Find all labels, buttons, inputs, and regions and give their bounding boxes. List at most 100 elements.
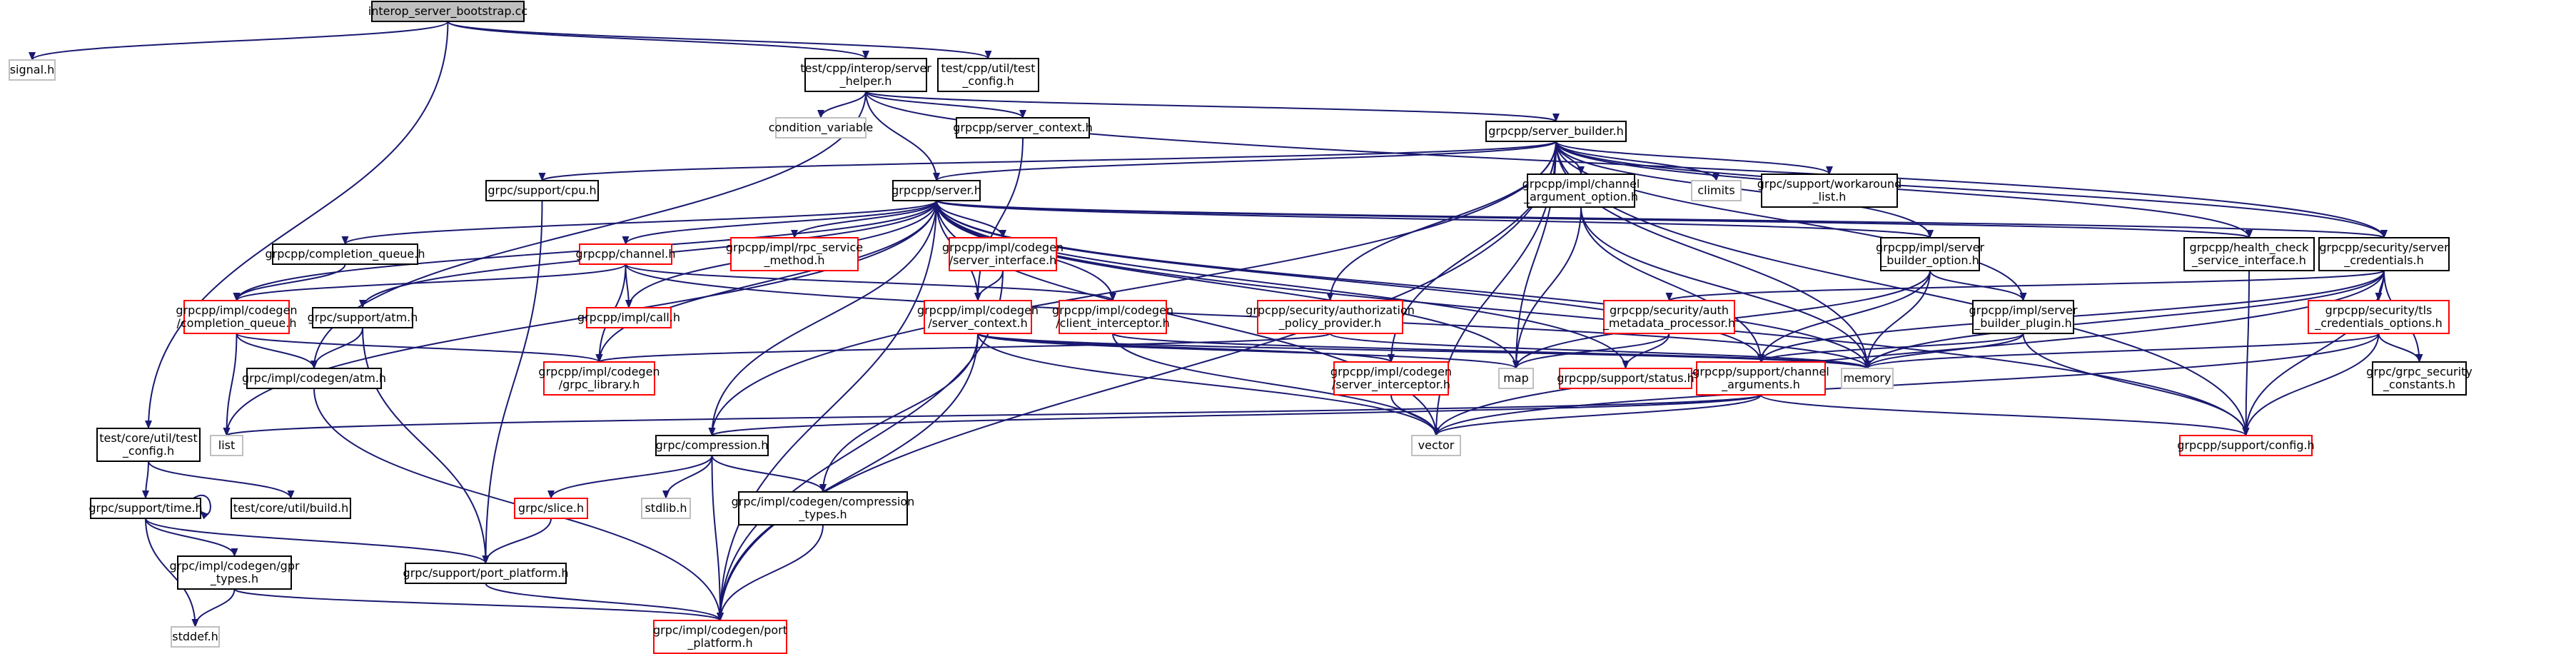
node-rpcsvc[interactable]: grpcpp/impl/rpc_service_method.h: [726, 237, 863, 271]
node-chargs[interactable]: grpcpp/support/channel_arguments.h: [1692, 361, 1829, 396]
node-signal[interactable]: signal.h: [9, 59, 56, 81]
node-build[interactable]: test/core/util/build.h: [231, 498, 351, 519]
edge-sb-to-server: [933, 141, 1557, 181]
edge-sbo-to-chargs: [1757, 270, 1931, 363]
edge-sctxcg-to-sintcg: [977, 333, 1395, 363]
node-label: signal.h: [10, 63, 55, 76]
node-box: [405, 563, 567, 584]
node-box: [1411, 435, 1461, 456]
node-chargopt[interactable]: grpcpp/impl/channel_argument_option.h: [1522, 173, 1640, 208]
edge-hc-to-config: [2242, 270, 2250, 436]
node-sb[interactable]: grpcpp/server_builder.h: [1485, 121, 1627, 142]
node-label: grpc/support/workaround: [1757, 177, 1902, 191]
node-label: grpcpp/security/authorization: [1246, 303, 1415, 317]
node-label: grpcpp/impl/channel: [1522, 177, 1640, 191]
node-label: /server_context.h: [928, 316, 1028, 331]
node-label: grpc/support/time.h: [89, 501, 202, 515]
node-label: _constants.h: [2383, 378, 2455, 392]
node-climits[interactable]: climits: [1691, 180, 1742, 201]
node-srvctx[interactable]: grpcpp/server_context.h: [953, 117, 1093, 139]
edge-seccred-to-authmeta: [1666, 270, 2385, 301]
node-box: [1603, 300, 1735, 334]
node-secconst[interactable]: grpc/grpc_security_constants.h: [2366, 361, 2473, 396]
node-cint[interactable]: grpcpp/impl/codegen/client_interceptor.h: [1052, 300, 1173, 334]
node-label: grpc/slice.h: [518, 501, 584, 515]
edge-atm-to-portplat: [362, 327, 490, 564]
node-label: grpcpp/impl/codegen: [917, 303, 1039, 317]
edge-layer: [29, 21, 2423, 628]
node-label: grpcpp/support/channel: [1692, 365, 1829, 378]
node-sbp[interactable]: grpcpp/impl/server_builder_plugin.h: [1969, 300, 2078, 334]
node-status[interactable]: grpcpp/support/status.h: [1557, 368, 1694, 389]
node-sbo[interactable]: grpcpp/impl/server_builder_option.h: [1876, 237, 1984, 271]
node-srvif[interactable]: grpcpp/impl/codegen/server_interface.h: [942, 237, 1064, 271]
node-compr[interactable]: grpc/compression.h: [655, 435, 769, 456]
edge-server-to-srvif: [936, 200, 1006, 238]
node-atm[interactable]: grpc/support/atm.h: [308, 307, 418, 328]
node-authz[interactable]: grpcpp/security/authorization_policy_pro…: [1246, 300, 1415, 334]
node-label: grpc/support/cpu.h: [488, 183, 596, 197]
edge-seccred-to-memory: [1864, 270, 2385, 369]
node-label: grpcpp/support/config.h: [2177, 438, 2314, 452]
node-portplat[interactable]: grpc/support/port_platform.h: [403, 563, 569, 584]
node-label: test/core/util/build.h: [233, 501, 348, 515]
node-portcg[interactable]: grpc/impl/codegen/port_platform.h: [653, 620, 787, 654]
node-sintcg[interactable]: grpcpp/impl/codegen/server_interceptor.h: [1330, 361, 1452, 396]
node-hc[interactable]: grpcpp/health_check_service_interface.h: [2183, 237, 2315, 271]
node-box: [730, 237, 859, 271]
node-condvar[interactable]: condition_variable: [769, 117, 874, 139]
node-cpu[interactable]: grpc/support/cpu.h: [485, 180, 599, 201]
node-memory[interactable]: memory: [1841, 368, 1894, 389]
node-slice[interactable]: grpc/slice.h: [514, 498, 588, 519]
node-box: [177, 555, 292, 590]
node-sctxcg[interactable]: grpcpp/impl/codegen/server_context.h: [917, 300, 1039, 334]
node-label: grpcpp/server_context.h: [953, 121, 1093, 135]
node-cq[interactable]: grpcpp/completion_queue.h: [265, 243, 425, 265]
node-label: vector: [1418, 438, 1455, 452]
node-stddef[interactable]: stddef.h: [171, 626, 220, 648]
node-box: [1761, 173, 1898, 208]
edge-sbp-to-config: [2022, 333, 2250, 436]
node-config[interactable]: grpcpp/support/config.h: [2177, 435, 2315, 456]
node-seccred[interactable]: grpcpp/security/server_credentials.h: [2318, 237, 2450, 271]
node-label: grpcpp/impl/server: [1969, 303, 2077, 317]
node-label: _service_interface.h: [2191, 253, 2306, 268]
node-time[interactable]: grpc/support/time.h: [89, 498, 203, 519]
node-box: [956, 117, 1090, 139]
node-atmcg[interactable]: grpc/impl/codegen/atm.h: [242, 368, 386, 389]
node-tcutc[interactable]: test/core/util/test_config.h: [96, 428, 201, 462]
node-workaround[interactable]: grpc/support/workaround_list.h: [1757, 173, 1902, 208]
node-comprtypes[interactable]: grpc/impl/codegen/compression_types.h: [732, 491, 915, 525]
node-cqimpl[interactable]: grpcpp/impl/codegen/completion_queue.h: [176, 300, 298, 334]
node-box: [272, 243, 418, 265]
node-server[interactable]: grpcpp/server.h: [892, 180, 981, 201]
edge-server-to-compr: [708, 200, 937, 436]
node-box: [183, 300, 290, 334]
node-tlsopt[interactable]: grpcpp/security/tls_credentials_options.…: [2308, 300, 2450, 334]
node-list[interactable]: list: [210, 435, 243, 456]
edge-tisv-to-server: [865, 91, 940, 181]
node-box: [1059, 300, 1167, 334]
node-tutc[interactable]: test/cpp/util/test_config.h: [937, 58, 1039, 92]
node-gprtypes[interactable]: grpc/impl/codegen/gpr_types.h: [169, 555, 300, 590]
node-box: [96, 428, 201, 462]
edge-server-to-list: [223, 200, 937, 436]
node-authmeta[interactable]: grpcpp/security/auth_metadata_processor.…: [1602, 300, 1735, 334]
edge-server-to-seccred: [936, 200, 2388, 238]
node-label: _platform.h: [687, 636, 752, 650]
node-label: _types.h: [798, 508, 847, 522]
node-call[interactable]: grpcpp/impl/call.h: [577, 307, 680, 328]
node-vector[interactable]: vector: [1411, 435, 1461, 456]
node-grpclib[interactable]: grpcpp/impl/codegen/grpc_library.h: [538, 361, 660, 396]
node-tisv[interactable]: test/cpp/interop/server_helper.h: [800, 58, 931, 92]
node-root[interactable]: interop_server_bootstrap.cc: [368, 1, 527, 22]
edge-seccred-to-config: [2242, 270, 2385, 436]
node-label: /completion_queue.h: [176, 316, 296, 331]
node-stdlib[interactable]: stdlib.h: [641, 498, 691, 519]
node-box: [641, 498, 691, 519]
node-channel[interactable]: grpcpp/channel.h: [576, 243, 676, 265]
node-label: grpcpp/channel.h: [576, 247, 676, 261]
edge-chargs-to-vector: [1433, 394, 1762, 436]
node-box: [1880, 237, 1980, 271]
node-map[interactable]: map: [1498, 368, 1534, 389]
